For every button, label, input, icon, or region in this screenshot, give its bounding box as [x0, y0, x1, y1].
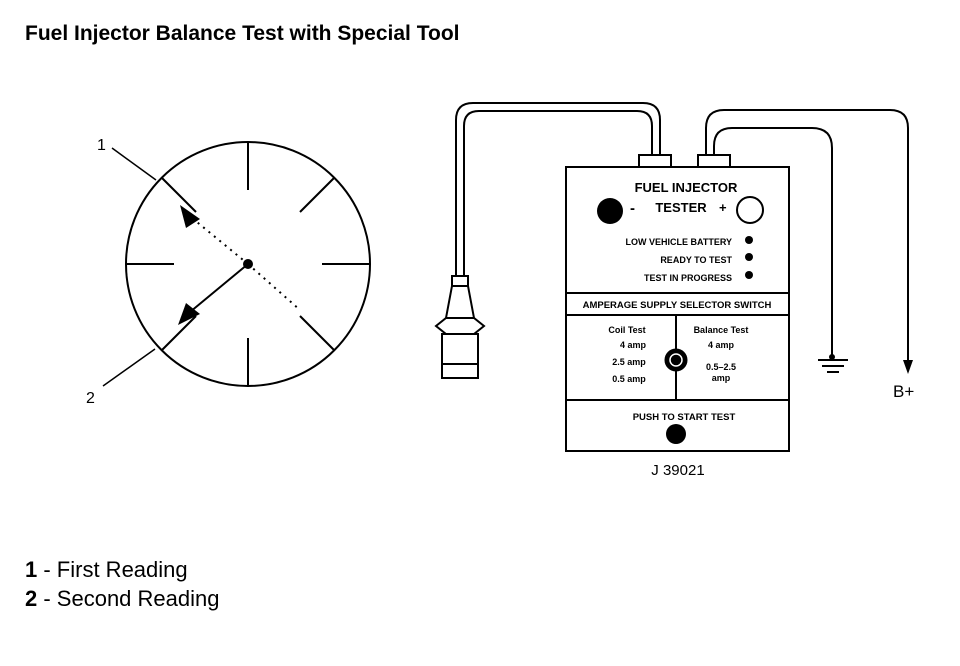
injector-port: [638, 154, 672, 168]
legend-item: 2 - Second Reading: [25, 584, 219, 613]
injector-cable: [455, 102, 661, 278]
tester-name-line1: FUEL INJECTOR: [635, 180, 738, 195]
gauge-tick: [161, 315, 197, 351]
gauge-tick: [299, 315, 335, 351]
ground-junction: [829, 354, 835, 360]
callout-leader-2: [102, 348, 156, 387]
coil-test-heading: Coil Test: [608, 325, 645, 335]
injector-connector: [434, 275, 486, 379]
legend-text: - First Reading: [37, 557, 188, 582]
callout-leader-1: [111, 147, 157, 181]
indicator-label-in-progress: TEST IN PROGRESS: [644, 273, 732, 283]
power-cable: [705, 109, 909, 362]
coil-test-value: 0.5 amp: [612, 374, 646, 384]
minus-label: -: [630, 200, 635, 217]
push-to-start-label: PUSH TO START TEST: [633, 412, 736, 423]
tester-name-line2: TESTER: [655, 200, 707, 215]
ground-icon: [818, 359, 848, 373]
indicator-label-low-battery: LOW VEHICLE BATTERY: [626, 237, 733, 247]
b-plus-label: B+: [893, 382, 914, 401]
led-ready: [745, 253, 753, 261]
led-low-battery: [745, 236, 753, 244]
start-test-button[interactable]: [666, 424, 686, 444]
indicator-label-ready: READY TO TEST: [660, 255, 732, 265]
gauge-needle-tail: [247, 263, 301, 311]
balance-test-unit: amp: [712, 373, 731, 383]
amperage-selector-knob[interactable]: [664, 348, 688, 372]
legend: 1 - First Reading 2 - Second Reading: [25, 555, 219, 613]
legend-number: 1: [25, 557, 38, 582]
led-in-progress: [745, 271, 753, 279]
coil-test-value: 2.5 amp: [612, 357, 646, 367]
balance-test-heading: Balance Test: [694, 325, 749, 335]
gauge-needle-first: [191, 217, 249, 265]
callout-2: 2: [86, 390, 95, 407]
arrowhead-second-reading: [178, 303, 200, 325]
coil-test-value: 4 amp: [620, 340, 647, 350]
tester-body: [565, 166, 790, 452]
gauge-needle-second: [189, 263, 249, 313]
plus-terminal[interactable]: [736, 196, 764, 224]
gauge: [102, 141, 371, 387]
gauge-tick: [299, 177, 335, 213]
minus-terminal[interactable]: [597, 198, 623, 224]
legend-item: 1 - First Reading: [25, 555, 219, 584]
selector-knob-ring: [669, 353, 683, 367]
power-port: [697, 154, 731, 168]
balance-test-value: 0.5–2.5: [706, 362, 736, 372]
b-plus-arrow-icon: [903, 360, 913, 374]
selector-header: AMPERAGE SUPPLY SELECTOR SWITCH: [583, 300, 772, 311]
plus-label: +: [719, 200, 727, 215]
gauge-pivot: [243, 259, 253, 269]
callout-1: 1: [97, 137, 106, 154]
legend-number: 2: [25, 586, 38, 611]
diagram-title: Fuel Injector Balance Test with Special …: [25, 22, 460, 45]
gauge-tick: [161, 177, 197, 213]
part-number: J 39021: [651, 462, 704, 479]
legend-text: - Second Reading: [37, 586, 220, 611]
balance-test-value: 4 amp: [708, 340, 735, 350]
arrowhead-first-reading: [180, 205, 200, 228]
